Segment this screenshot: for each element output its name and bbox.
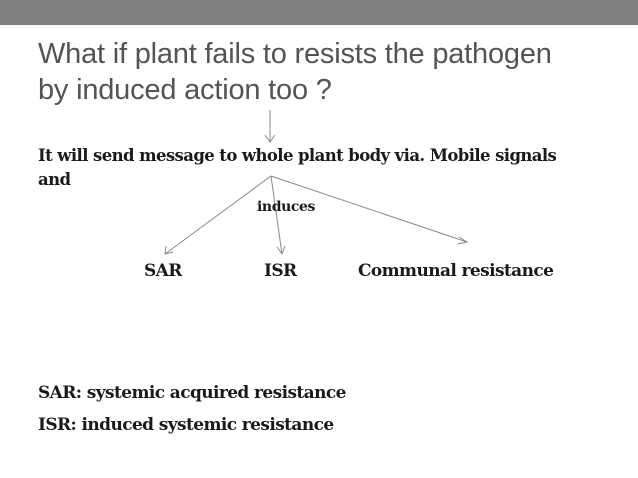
message-line-1: It will send message to whole plant body… bbox=[38, 146, 557, 165]
message-line-2: and bbox=[38, 170, 71, 189]
edge-label-induces: induces bbox=[257, 199, 315, 215]
arrow-to-isr bbox=[270, 175, 283, 255]
node-communal-resistance: Communal resistance bbox=[358, 261, 554, 281]
arrow-to-sar bbox=[164, 175, 272, 255]
arrowhead-communal bbox=[457, 236, 469, 245]
definition-sar: SAR: systemic acquired resistance bbox=[38, 383, 346, 403]
top-bar bbox=[0, 0, 638, 25]
title-line-1: What if plant fails to resists the patho… bbox=[38, 38, 552, 70]
arrowhead-sar bbox=[164, 245, 174, 255]
slide-title: What if plant fails to resists the patho… bbox=[38, 36, 628, 108]
arrowhead-title-to-message bbox=[264, 134, 276, 143]
node-isr: ISR bbox=[264, 261, 297, 281]
arrowhead-isr bbox=[276, 245, 286, 256]
definition-isr: ISR: induced systemic resistance bbox=[38, 415, 334, 435]
node-sar: SAR bbox=[144, 261, 182, 281]
title-line-2: by induced action too ? bbox=[38, 74, 332, 106]
